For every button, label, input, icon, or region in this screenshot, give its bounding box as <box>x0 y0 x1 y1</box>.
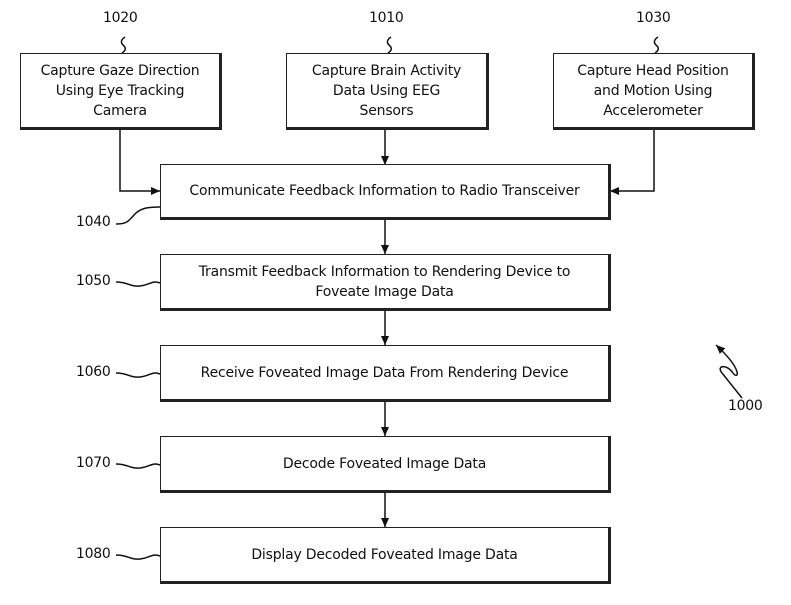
leader-1050 <box>115 281 161 287</box>
step-text-line: Using Eye Tracking <box>55 82 185 99</box>
step-text-line: Data Using EEG <box>332 82 441 99</box>
leader-1080 <box>115 554 161 560</box>
leader-1070 <box>115 463 161 469</box>
step-text-line: Receive Foveated Image Data From Renderi… <box>200 364 569 381</box>
step-box-1040: Communicate Feedback Information to Radi… <box>160 164 611 220</box>
step-text-line: Decode Foveated Image Data <box>282 455 487 472</box>
edge-1030-1040 <box>610 129 655 195</box>
step-box-1070: Decode Foveated Image Data <box>160 436 611 493</box>
step-box-1010: Capture Brain Activity Data Using EEG Se… <box>286 53 489 130</box>
figure-pointer-arrow <box>715 344 743 399</box>
step-text-line: Foveate Image Data <box>315 283 454 300</box>
step-text-line: and Motion Using <box>593 82 713 99</box>
ref-label-1010: 1010 <box>369 10 404 26</box>
step-text-line: Communicate Feedback Information to Radi… <box>189 183 580 199</box>
step-text-line: Transmit Feedback Information to Renderi… <box>198 263 571 280</box>
step-box-1080: Display Decoded Foveated Image Data <box>160 527 611 584</box>
step-text-line: Display Decoded Foveated Image Data <box>251 546 518 563</box>
ref-label-1050: 1050 <box>76 273 111 289</box>
ref-label-1070: 1070 <box>76 455 111 471</box>
step-text-line: Capture Head Position <box>577 62 729 79</box>
ref-label-1040: 1040 <box>76 214 111 230</box>
step-box-1020: Capture Gaze Direction Using Eye Trackin… <box>20 53 222 130</box>
step-text-line: Capture Gaze Direction <box>40 62 200 79</box>
leader-1030 <box>653 36 659 54</box>
leader-1040 <box>115 206 161 225</box>
step-text-line: Accelerometer <box>603 102 703 119</box>
step-box-1030: Capture Head Position and Motion Using A… <box>553 53 755 130</box>
leader-1060 <box>115 372 161 378</box>
ref-label-1030: 1030 <box>636 10 671 26</box>
step-text-line: Camera <box>93 102 147 119</box>
step-text-line: Capture Brain Activity <box>311 62 462 79</box>
leader-1020 <box>120 36 126 54</box>
ref-label-1080: 1080 <box>76 546 111 562</box>
step-box-1060: Receive Foveated Image Data From Renderi… <box>160 345 611 402</box>
figure-label: 1000 <box>728 398 763 414</box>
ref-label-1060: 1060 <box>76 364 111 380</box>
edge-1020-1040 <box>119 129 160 195</box>
ref-label-1020: 1020 <box>103 10 138 26</box>
step-text-line: Sensors <box>359 102 414 119</box>
leader-1010 <box>386 36 392 54</box>
step-box-1050: Transmit Feedback Information to Renderi… <box>160 254 611 311</box>
